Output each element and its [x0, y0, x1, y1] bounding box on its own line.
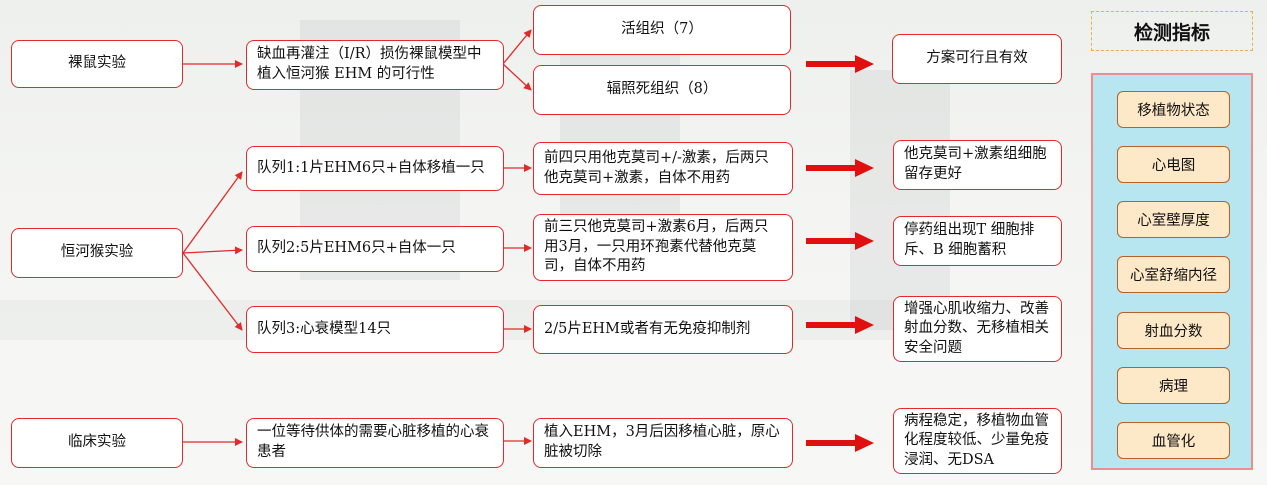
background-building	[850, 70, 950, 330]
connector-line	[182, 171, 243, 254]
result-arrow	[806, 232, 874, 250]
connector-line	[502, 63, 532, 91]
connector-line	[182, 246, 243, 255]
monkey-experiment-label: 恒河猴实验	[11, 228, 183, 278]
connector-line	[502, 29, 532, 65]
indicator-item: 心室壁厚度	[1117, 201, 1230, 238]
result-arrow	[806, 434, 874, 452]
indicator-item: 血管化	[1117, 422, 1230, 459]
indicator-item: 心室舒缩内径	[1117, 256, 1230, 293]
clinical-result-box: 病程稳定，移植物血管化程度较低、少量免疫浸润、无DSA	[893, 408, 1062, 474]
nude-mouse-experiment-label: 裸鼠实验	[11, 40, 183, 88]
clinical-experiment-label: 临床实验	[11, 418, 183, 468]
cohort-2-box: 队列2:5片EHM6只+自体一只	[246, 226, 504, 272]
indicator-item: 病理	[1117, 367, 1230, 404]
cohort-3-treatment-box: 2/5片EHM或者有无免疫抑制剂	[533, 305, 793, 354]
indicators-title: 检测指标	[1091, 11, 1253, 51]
indicator-item: 射血分数	[1117, 312, 1230, 349]
cohort-1-result-box: 他克莫司+激素组细胞留存更好	[893, 140, 1062, 190]
cohort-1-box: 队列1:1片EHM6只+自体移植一只	[246, 146, 504, 191]
clinical-patient-box: 一位等待供体的需要心脏移植的心衰患者	[246, 418, 504, 468]
indicators-panel: 移植物状态 心电图 心室壁厚度 心室舒缩内径 射血分数 病理 血管化	[1091, 73, 1253, 470]
result-arrow	[806, 316, 874, 334]
nude-mouse-model-box: 缺血再灌注（I/R）损伤裸鼠模型中植入恒河猴 EHM 的可行性	[246, 40, 504, 90]
result-arrow	[806, 159, 874, 177]
cohort-1-treatment-box: 前四只用他克莫司+/-激素，后两只他克莫司+激素，自体不用药	[533, 142, 793, 195]
cohort-3-box: 队列3:心衰模型14只	[246, 306, 504, 353]
cohort-2-result-box: 停药组出现T 细胞排斥、B 细胞蓄积	[893, 216, 1062, 266]
irradiated-tissue-box: 辐照死组织（8）	[533, 65, 791, 115]
indicator-item: 心电图	[1117, 146, 1230, 183]
connector-line	[182, 252, 243, 331]
indicator-item: 移植物状态	[1117, 91, 1230, 128]
background-building	[0, 300, 1060, 340]
cohort-3-result-box: 增强心肌收缩力、改善射血分数、无移植相关安全问题	[893, 296, 1062, 362]
cohort-2-treatment-box: 前三只他克莫司+激素6月，后两只用3月，一只用环孢素代替他克莫司，自体不用药	[533, 214, 793, 281]
result-arrow	[806, 55, 874, 73]
clinical-treatment-box: 植入EHM，3月后因移植心脏，原心脏被切除	[533, 418, 793, 468]
live-tissue-box: 活组织（7）	[533, 5, 791, 55]
nude-mouse-result-box: 方案可行且有效	[892, 34, 1062, 84]
